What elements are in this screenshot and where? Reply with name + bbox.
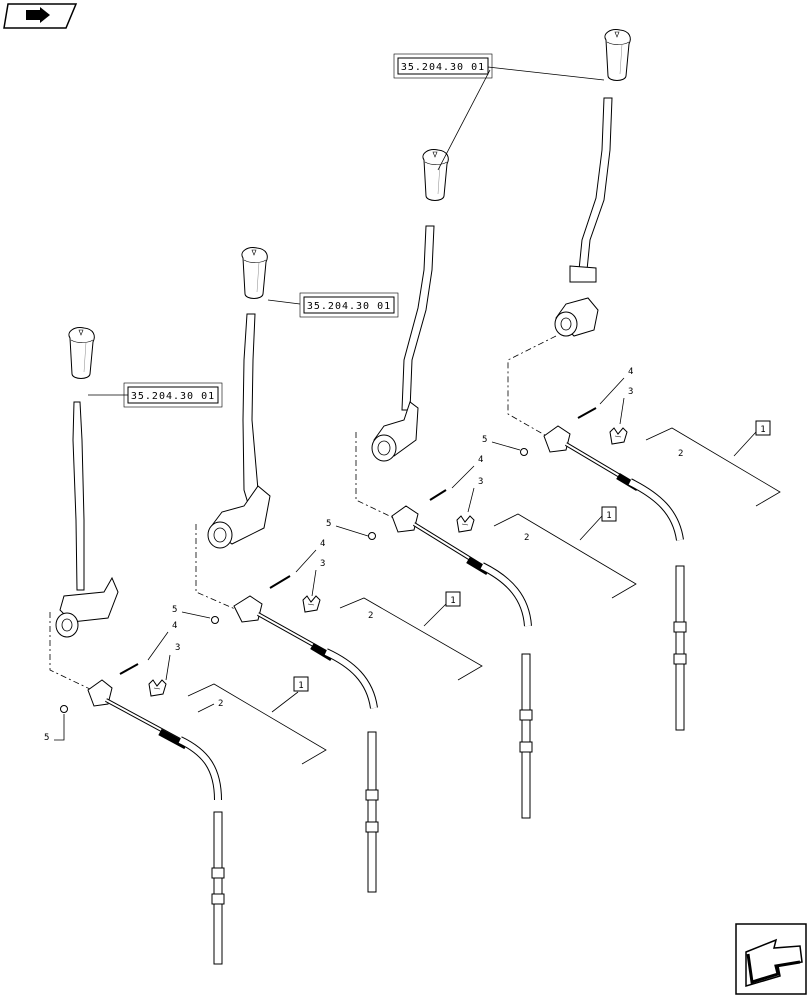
callout-1: 1: [298, 681, 303, 691]
callout-5: 5: [326, 519, 331, 529]
lever-assembly-2: 35.204.30 01 1 2 3 4 5: [172, 247, 483, 893]
callout-1: 1: [606, 511, 611, 521]
callout-3: 3: [478, 477, 483, 487]
callout-4: 4: [172, 621, 177, 631]
callout-1: 1: [450, 596, 455, 606]
callout-2: 2: [368, 611, 373, 621]
callout-2: 2: [524, 533, 529, 543]
callout-1: 1: [760, 425, 765, 435]
reference-label-2[interactable]: 35.204.30 01: [307, 301, 391, 312]
knob-2: [241, 247, 268, 299]
callout-4: 4: [628, 367, 633, 377]
knob-4: [604, 29, 631, 81]
callout-4: 4: [320, 539, 325, 549]
reference-label-3[interactable]: 35.204.30 01: [401, 62, 485, 73]
lever-assembly-3: 1 2 3 4 5: [326, 69, 637, 819]
callout-2: 2: [218, 699, 223, 709]
lever-assembly-4: 35.204.30 01 1 2 3 4 5: [393, 29, 781, 731]
callout-5: 5: [44, 733, 49, 743]
knob-1: [68, 327, 95, 379]
lever-assembly-1: 35.204.30 01 1 2 3 4 5: [44, 327, 327, 965]
prev-page-arrow-icon[interactable]: [3, 3, 78, 29]
callout-3: 3: [320, 559, 325, 569]
callout-3: 3: [175, 643, 180, 653]
callout-4: 4: [478, 455, 483, 465]
callout-5: 5: [172, 605, 177, 615]
reference-label-1[interactable]: 35.204.30 01: [131, 391, 215, 402]
callout-2: 2: [678, 449, 683, 459]
next-page-arrow-icon[interactable]: [735, 923, 807, 995]
callout-5: 5: [482, 435, 487, 445]
callout-3: 3: [628, 387, 633, 397]
